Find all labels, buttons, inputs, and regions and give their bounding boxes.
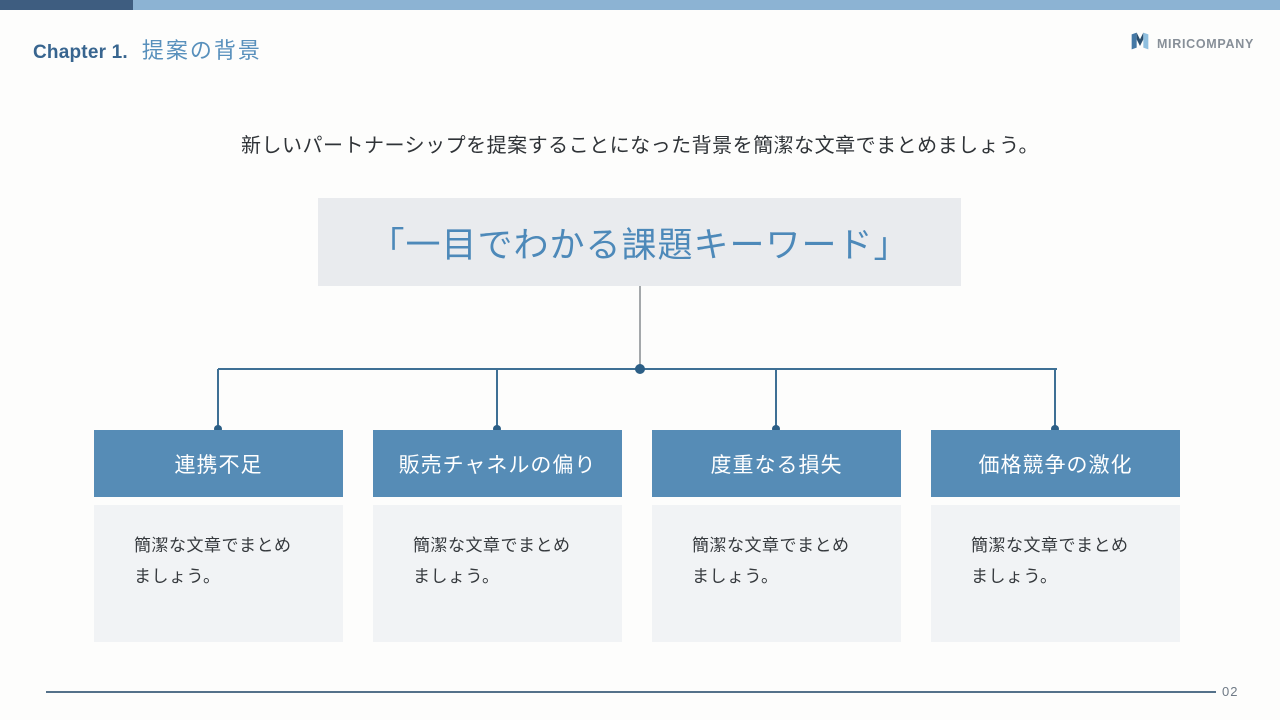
connector-junction-dot: [635, 364, 645, 374]
root-keyword-text: 「一目でわかる課題キーワード」: [369, 225, 910, 265]
node-description-3: 簡潔な文章でまとめましょう。: [692, 536, 850, 586]
node-body-4: 簡潔な文章でまとめましょう。: [931, 505, 1180, 642]
node-title-2: 販売チャネルの偏り: [373, 430, 622, 497]
node-body-1: 簡潔な文章でまとめましょう。: [94, 505, 343, 642]
node-dot-2: [493, 425, 501, 433]
node-body-2: 簡潔な文章でまとめましょう。: [373, 505, 622, 642]
node-card-2: 販売チャネルの偏り 簡潔な文章でまとめましょう。: [373, 430, 622, 642]
node-card-4: 価格競争の激化 簡潔な文章でまとめましょう。: [931, 430, 1180, 642]
connector-drop-3: [775, 369, 777, 430]
top-bar-accent: [0, 0, 133, 10]
page-number: 02: [1222, 684, 1239, 699]
slide-header: Chapter 1. 提案の背景: [33, 33, 262, 65]
connector-drop-4: [1054, 369, 1056, 430]
node-dot-1: [214, 425, 222, 433]
top-bar: [0, 0, 1280, 10]
node-card-1: 連携不足 簡潔な文章でまとめましょう。: [94, 430, 343, 642]
company-logo: MIRICOMPANY: [1130, 31, 1254, 56]
node-description-4: 簡潔な文章でまとめましょう。: [971, 536, 1129, 586]
root-keyword-box: 「一目でわかる課題キーワード」: [318, 198, 961, 286]
node-dot-4: [1051, 425, 1059, 433]
chapter-label: Chapter 1.: [33, 42, 128, 63]
node-description-1: 簡潔な文章でまとめましょう。: [134, 536, 292, 586]
connector-drop-2: [496, 369, 498, 430]
instruction-text: 新しいパートナーシップを提案することになった背景を簡潔な文章でまとめましょう。: [241, 135, 1039, 157]
connector-drop-1: [217, 369, 219, 430]
connector-root-vertical: [639, 286, 641, 369]
logo-text: MIRICOMPANY: [1156, 36, 1254, 51]
node-card-3: 度重なる損失 簡潔な文章でまとめましょう。: [652, 430, 901, 642]
node-title-4: 価格競争の激化: [931, 430, 1180, 497]
node-body-3: 簡潔な文章でまとめましょう。: [652, 505, 901, 642]
node-title-3: 度重なる損失: [652, 430, 901, 497]
node-description-2: 簡潔な文章でまとめましょう。: [413, 536, 571, 586]
node-dot-3: [772, 425, 780, 433]
logo-m-icon: [1130, 31, 1150, 56]
footer-divider: [46, 691, 1216, 693]
page-title: 提案の背景: [141, 38, 262, 63]
node-title-1: 連携不足: [94, 430, 343, 497]
